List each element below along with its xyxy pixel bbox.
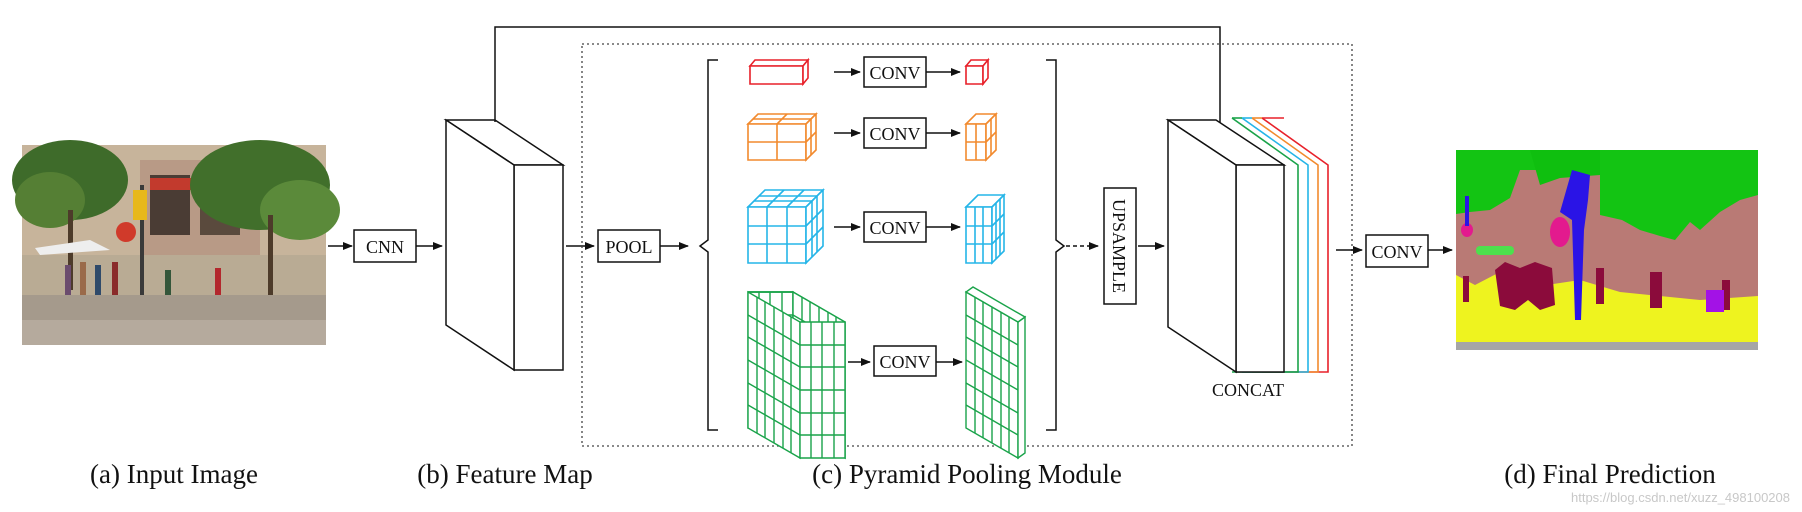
level-2-output-block	[964, 112, 998, 162]
conv-box-level-6	[873, 345, 937, 377]
level-1-input-block	[748, 57, 810, 87]
conv-box-level-2	[863, 117, 927, 149]
concat-feature-block	[1165, 118, 1287, 374]
prediction-map	[1456, 150, 1758, 350]
level-3-input-block	[746, 188, 825, 265]
caption-input-image: (a) Input Image	[90, 459, 258, 489]
level-3-output-block	[964, 193, 1006, 265]
final-conv-label: CONV	[1371, 242, 1422, 262]
input-image	[12, 140, 340, 345]
pool-box	[597, 229, 661, 263]
upsample-box	[1103, 187, 1137, 305]
conv-label-level-6: CONV	[879, 352, 930, 372]
ppm-region	[581, 43, 1353, 447]
right-bracket	[1046, 59, 1066, 431]
feature-map	[443, 118, 566, 372]
caption-feature-map: (b) Feature Map	[417, 459, 592, 489]
final-conv-box	[1365, 234, 1429, 268]
level-6-output-block	[964, 286, 1027, 460]
level-6-input-block	[747, 290, 846, 460]
upsample-label: UPSAMPLE	[1109, 199, 1129, 293]
cnn-label: CNN	[366, 237, 404, 257]
caption-final-prediction: (d) Final Prediction	[1504, 459, 1716, 489]
caption-ppm: (c) Pyramid Pooling Module	[812, 459, 1122, 489]
conv-label-level-2: CONV	[869, 124, 920, 144]
concat-label: CONCAT	[1212, 380, 1284, 400]
level-1-output-block	[964, 57, 990, 87]
skip-connection-arrow	[494, 26, 1224, 143]
watermark-text: https://blog.csdn.net/xuzz_498100208	[1571, 490, 1790, 505]
level-2-input-block	[746, 112, 818, 162]
left-bracket	[698, 59, 718, 431]
conv-label-level-3: CONV	[869, 218, 920, 238]
conv-label-level-1: CONV	[869, 63, 920, 83]
pool-label: POOL	[605, 237, 652, 257]
